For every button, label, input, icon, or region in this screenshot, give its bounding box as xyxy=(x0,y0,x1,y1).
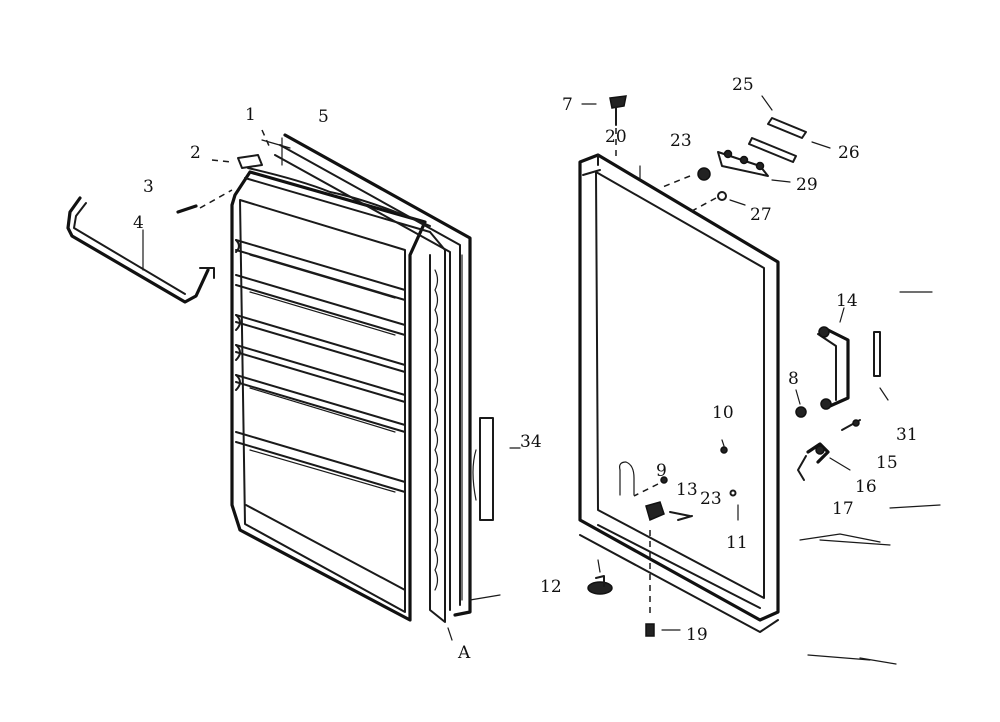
label-3: 3 xyxy=(143,177,154,197)
part-14-handle xyxy=(817,307,850,410)
parts-1-2-3 xyxy=(176,129,291,214)
outer-door xyxy=(578,153,780,633)
parts-15-16 xyxy=(797,419,861,481)
background-marks xyxy=(447,291,941,665)
label-20: 20 xyxy=(605,127,627,147)
label-29: 29 xyxy=(796,175,818,195)
door-liner xyxy=(230,167,431,622)
part-34-strip xyxy=(469,417,501,601)
part-7-screw xyxy=(581,95,627,158)
label-1: 1 xyxy=(245,105,256,125)
label-11: 11 xyxy=(726,533,748,553)
parts-12-19 xyxy=(587,530,681,637)
part-8 xyxy=(795,389,807,418)
label-23-bottom: 23 xyxy=(700,489,722,509)
label-31: 31 xyxy=(896,425,918,445)
door-gasket xyxy=(274,133,472,623)
label-23-top: 23 xyxy=(670,131,692,151)
label-9: 9 xyxy=(656,461,667,481)
part-31-strip xyxy=(873,331,889,401)
label-15: 15 xyxy=(876,453,898,473)
label-16: 16 xyxy=(855,477,877,497)
label-14: 14 xyxy=(836,291,858,311)
label-13: 13 xyxy=(676,480,698,500)
label-34: 34 xyxy=(520,432,542,452)
label-27: 27 xyxy=(750,205,772,225)
label-10: 10 xyxy=(712,403,734,423)
label-4: 4 xyxy=(133,213,144,233)
label-26: 26 xyxy=(838,143,860,163)
parts-25-26 xyxy=(748,95,831,163)
part-4-bar xyxy=(66,196,215,304)
label-5: 5 xyxy=(318,107,329,127)
label-7: 7 xyxy=(562,95,573,115)
label-8: 8 xyxy=(788,369,799,389)
parts-9-10-13-23 xyxy=(633,439,739,522)
label-12: 12 xyxy=(540,577,562,597)
label-19: 19 xyxy=(686,625,708,645)
label-A: A xyxy=(457,643,471,663)
label-25: 25 xyxy=(732,75,754,95)
label-17: 17 xyxy=(832,499,854,519)
top-hinge-cluster xyxy=(639,149,791,213)
label-2: 2 xyxy=(190,143,201,163)
